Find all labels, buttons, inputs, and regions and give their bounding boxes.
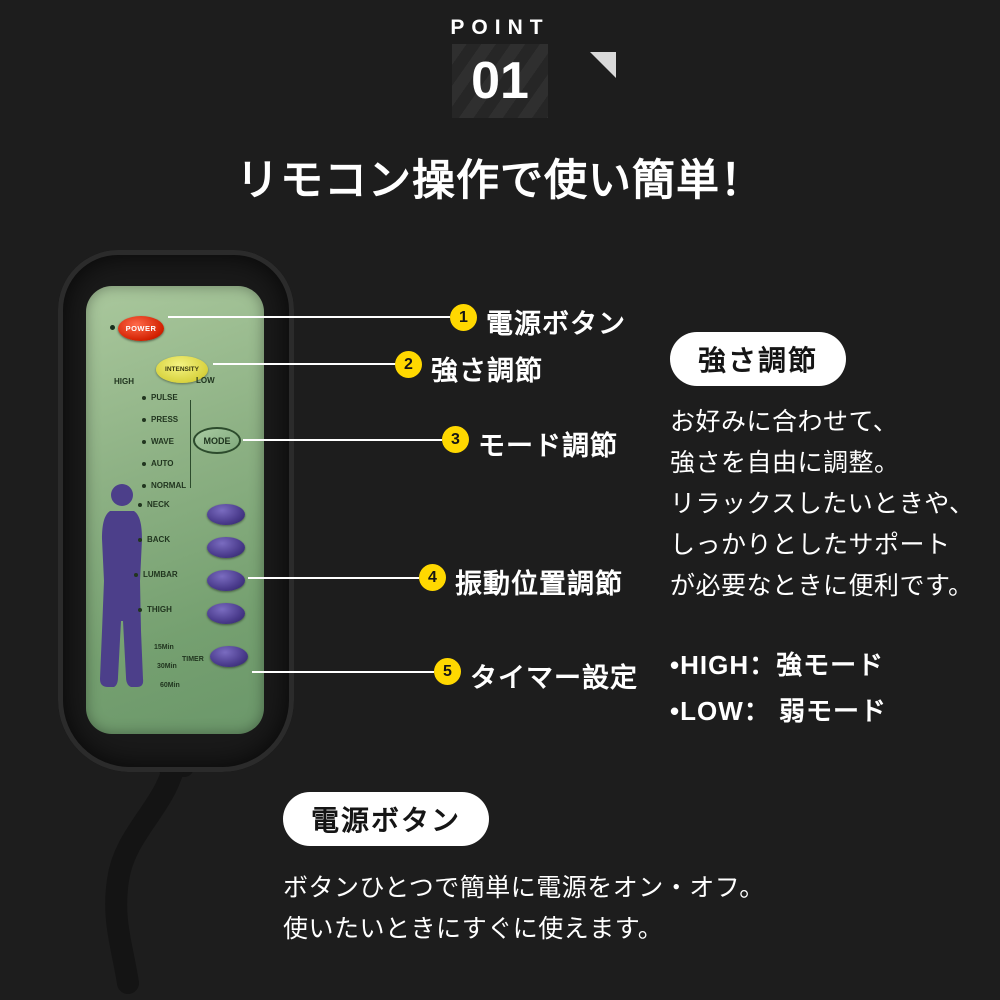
bullet-dot <box>134 572 138 577</box>
callout-number-5: 5 <box>434 658 461 685</box>
bullet-dot <box>142 417 146 422</box>
mode-item-label: NORMAL <box>151 481 187 490</box>
power-section-title: 電源ボタン <box>283 792 490 846</box>
text-line: お好みに合わせて、 <box>670 408 899 436</box>
part-label: THIGH <box>147 605 172 614</box>
bullet-dot <box>142 461 146 466</box>
part-label-neck: NECK <box>138 500 170 509</box>
mode-item-press: PRESS <box>142 415 178 424</box>
text-line: 使いたいときにすぐに使えます。 <box>283 915 664 943</box>
timer-button <box>210 646 248 667</box>
bullet-high: •HIGH：強モード <box>670 645 884 682</box>
callout-number-1: 1 <box>450 304 477 331</box>
remote-panel: POWER INTENSITY HIGH LOW PULSE PRESS WAV… <box>86 286 264 734</box>
part-label-lumbar: LUMBAR <box>134 570 178 579</box>
point-label: POINT <box>450 16 550 39</box>
callout-number-3: 3 <box>442 426 469 453</box>
mode-item-label: PRESS <box>151 415 179 424</box>
timer-option-30: 30Min <box>157 663 177 670</box>
bullet-desc: ： 弱モード <box>743 696 887 726</box>
main-heading: リモコン操作で使い簡単！ <box>236 157 764 205</box>
part-label-back: BACK <box>138 535 170 544</box>
text-line: リラックスしたいときや、 <box>670 490 975 518</box>
mode-button: MODE <box>193 427 241 454</box>
text-line: ボタンひとつで簡単に電源をオン・オフ。 <box>283 874 765 902</box>
callout-number-4: 4 <box>419 564 446 591</box>
callout-line-4 <box>248 577 419 579</box>
callout-line-5 <box>252 671 434 673</box>
mode-bracket-line <box>190 400 191 488</box>
callout-label-4: 振動位置調節 <box>455 569 623 599</box>
intensity-section-title: 強さ調節 <box>670 332 847 386</box>
callout-label-2: 強さ調節 <box>431 356 543 386</box>
neck-button <box>207 504 245 525</box>
power-led <box>110 325 115 330</box>
bullet-dot <box>138 537 142 542</box>
intensity-section-body: お好みに合わせて、 強さを自由に調整。 リラックスしたいときや、 しっかりとした… <box>670 402 975 607</box>
triangle-decoration <box>590 52 616 78</box>
thigh-button <box>207 603 245 624</box>
mode-item-wave: WAVE <box>142 437 174 446</box>
bullet-low: •LOW： 弱モード <box>670 691 887 728</box>
mode-item-label: PULSE <box>151 393 178 402</box>
power-button: POWER <box>118 316 164 341</box>
bullet-term: •LOW <box>670 696 744 726</box>
power-section-body: ボタンひとつで簡単に電源をオン・オフ。 使いたいときにすぐに使えます。 <box>283 868 765 950</box>
power-cable <box>105 743 194 994</box>
text-line: が必要なときに便利です。 <box>670 572 974 600</box>
callout-label-5: タイマー設定 <box>470 663 638 693</box>
callout-label-3: モード調節 <box>478 431 618 461</box>
mode-item-normal: NORMAL <box>142 481 186 490</box>
mode-item-pulse: PULSE <box>142 393 178 402</box>
part-label: BACK <box>147 535 171 544</box>
callout-number-2: 2 <box>395 351 422 378</box>
callout-line-1 <box>168 316 450 318</box>
intensity-button: INTENSITY <box>156 356 208 383</box>
callout-label-1: 電源ボタン <box>486 309 626 339</box>
part-label: LUMBAR <box>143 570 178 579</box>
point-number-badge: 01 <box>452 44 548 118</box>
body-silhouette-icon <box>100 484 144 687</box>
mode-item-label: AUTO <box>151 459 174 468</box>
part-label: NECK <box>147 500 170 509</box>
text-line: しっかりとしたサポート <box>670 531 951 559</box>
low-label: LOW <box>196 376 215 385</box>
high-label: HIGH <box>114 377 134 386</box>
back-button <box>207 537 245 558</box>
timer-label: TIMER <box>182 656 204 663</box>
part-label-thigh: THIGH <box>138 605 172 614</box>
text-line: 強さを自由に調整。 <box>670 449 900 477</box>
callout-line-2 <box>213 363 398 365</box>
mode-item-auto: AUTO <box>142 459 174 468</box>
point-number: 01 <box>471 52 529 110</box>
timer-option-60: 60Min <box>160 682 180 689</box>
mode-item-label: WAVE <box>151 437 174 446</box>
bullet-dot <box>138 607 142 612</box>
bullet-desc: ：強モード <box>749 650 885 680</box>
bullet-dot <box>142 439 146 444</box>
bullet-dot <box>142 395 146 400</box>
bullet-dot <box>142 483 146 488</box>
timer-option-15: 15Min <box>154 644 174 651</box>
bullet-term: •HIGH <box>670 650 750 680</box>
lumbar-button <box>207 570 245 591</box>
callout-line-3 <box>243 439 442 441</box>
bullet-dot <box>138 502 142 507</box>
